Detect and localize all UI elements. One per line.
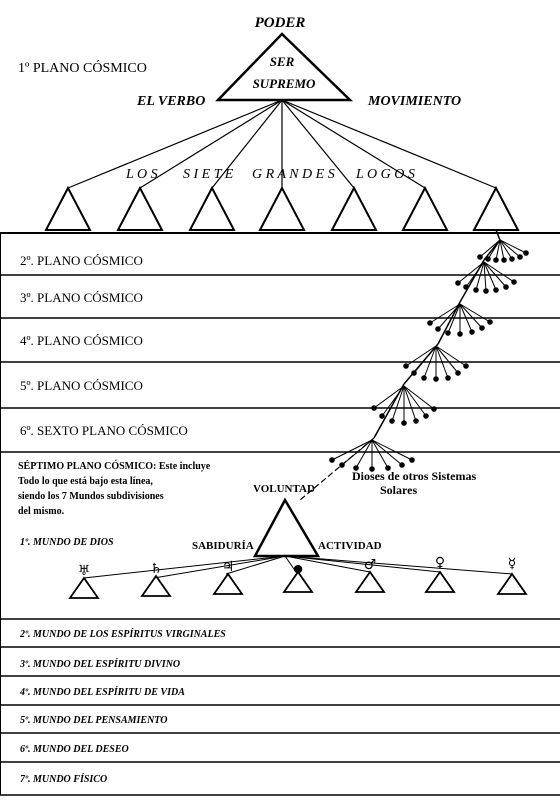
plane6-label: 6º. SEXTO PLANO CÓSMICO [20,423,188,438]
planet-triangles [68,570,528,599]
fan-plane6 [371,385,437,426]
logos-connection-lines [67,99,497,189]
actividad-label: ACTIVIDAD [318,540,382,552]
mundo5-label: 5º. MUNDO DEL PENSAMIENTO [20,715,167,726]
dioses-line-1: Dioses de otros Sistemas [352,469,476,483]
planet-triangle [68,576,100,599]
planet-triangle [140,574,172,597]
planet-triangle [354,570,386,593]
jupiter-icon: ♃ [222,559,235,575]
mars-icon: ♂ [364,557,377,573]
planet-triangle [496,572,528,595]
voluntad-label: VOLUNTAD [253,483,315,495]
fan-septimo [329,439,415,472]
sabiduria-label: SABIDURÍA [192,540,254,552]
siete-label: S I E T E [183,167,234,182]
poder-label: PODER [255,15,306,31]
planet-triangle [424,570,456,593]
saturn-icon: ♄ [150,561,163,577]
uranus-icon: ♅ [78,563,91,579]
los-label: L O S [125,167,158,182]
logos-triangle [472,185,520,231]
mercury-icon: ☿ [508,556,517,572]
plane1-label: 1º PLANO CÓSMICO [18,59,147,76]
planet-connection-lines [83,555,513,579]
fan-plane2 [477,239,529,263]
mundo2-label: 2º. MUNDO DE LOS ESPÍRITUS VIRGINALES [19,628,226,640]
septimo-line-1: SÉPTIMO PLANO CÓSMICO: Este incluye [18,460,211,472]
mundo1-label: 1º. MUNDO DE DIOS [20,537,114,548]
plane2-label: 2º. PLANO CÓSMICO [20,253,143,268]
mundo7-label: 7º. MUNDO FÍSICO [20,773,107,785]
planet-triangle [212,572,244,595]
logos-triangle [116,185,164,231]
el-verbo-label: EL VERBO [136,94,205,109]
plane4-label: 4º. PLANO CÓSMICO [20,333,143,348]
descending-fans [299,229,529,501]
venus-icon: ♀ [435,555,445,571]
plane3-label: 3º. PLANO CÓSMICO [20,290,143,305]
supremo-label: SUPREMO [253,76,316,91]
sun-icon: ● [293,562,303,575]
logos-triangle [44,185,92,231]
fan-plane3 [455,261,517,294]
logos-label: L O G O S [355,167,415,182]
septimo-line-2: Todo lo que está bajo esta línea, [18,476,153,487]
mundo4-label: 4º. MUNDO DEL ESPÍRITU DE VIDA [19,686,185,698]
ser-label: SER [270,54,295,69]
seven-logos-triangles [44,185,520,231]
fan-plane4 [427,303,493,337]
logos-triangle [258,185,306,231]
mundo6-label: 6º. MUNDO DEL DESEO [20,744,129,755]
logos-triangle [401,185,449,231]
trinity-triangle [252,497,321,558]
world-band-lines [0,618,560,796]
ser-supremo-triangle [215,32,354,102]
logos-triangle [188,185,236,231]
planet-triangle [282,570,314,593]
dioses-line-2: Solares [380,483,417,497]
septimo-line-4: del mismo. [18,506,65,517]
logos-triangle [330,185,378,231]
plane-band-lines [0,232,560,453]
mundo3-label: 3º. MUNDO DEL ESPÍRITU DIVINO [19,658,180,670]
septimo-line-3: siendo los 7 Mundos subdivisiones [18,491,164,502]
plane5-label: 5º. PLANO CÓSMICO [20,378,143,393]
grandes-label: G R A N D E S [252,167,335,182]
movimiento-label: MOVIMIENTO [367,94,461,109]
fan-plane5 [403,345,469,382]
